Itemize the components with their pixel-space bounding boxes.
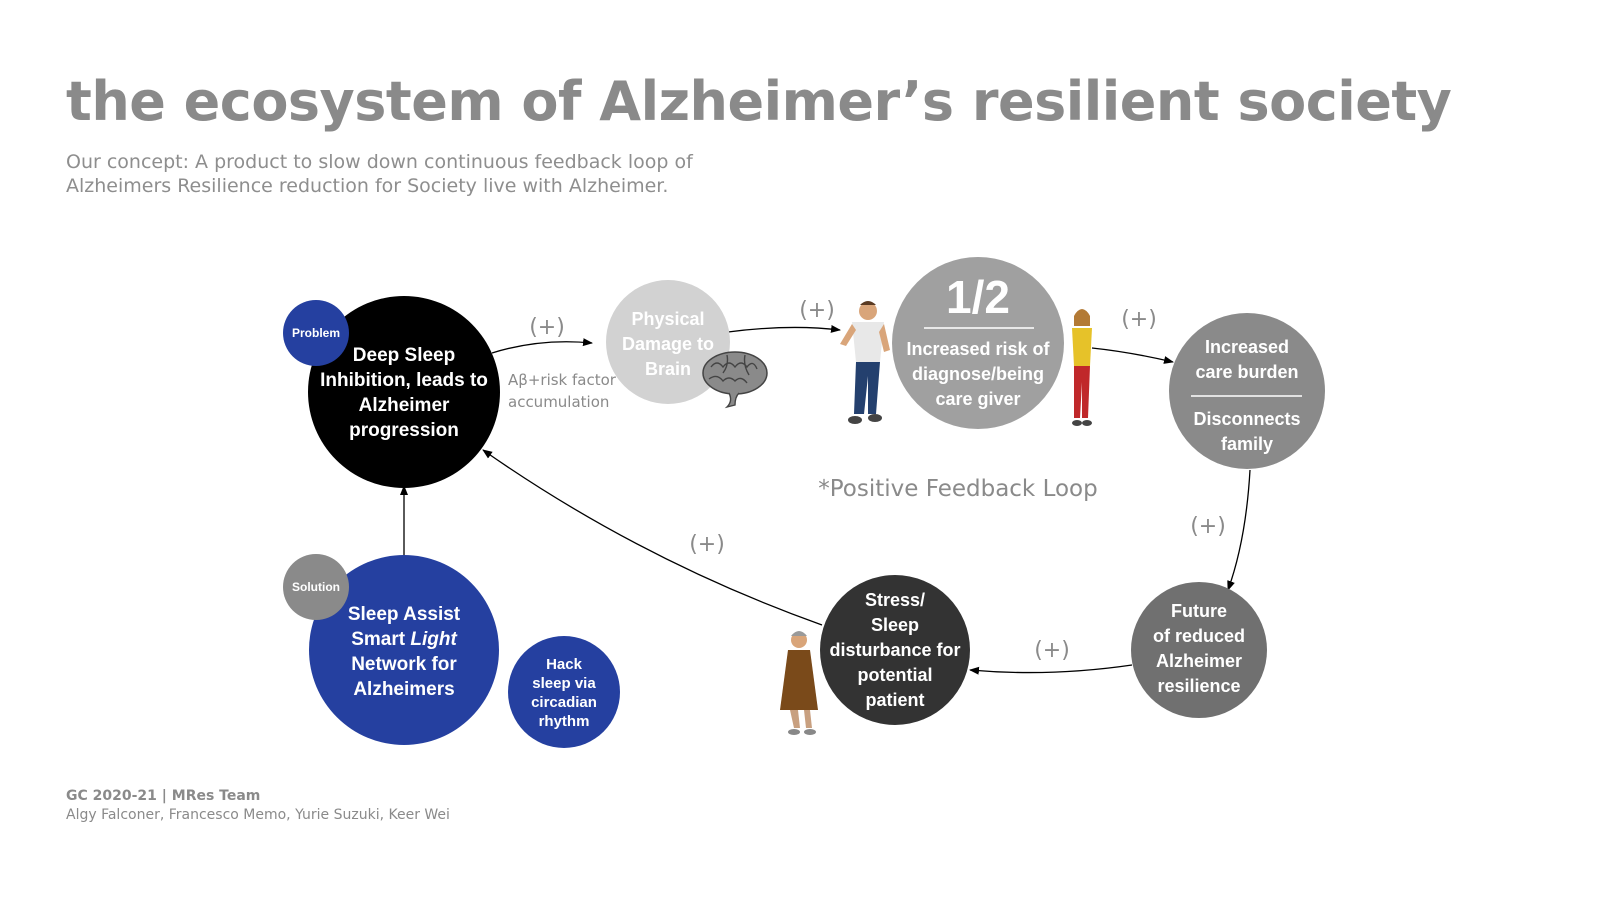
deep-sleep-line-3: Alzheimer: [359, 395, 450, 416]
hack-line-1: Hack: [546, 656, 583, 673]
solution-badge-label: Solution: [292, 580, 340, 594]
page-subtitle: Our concept: A product to slow down cont…: [66, 150, 786, 198]
physical-damage-line-2: Damage to: [622, 334, 714, 354]
footer-team: GC 2020-21 | MRes Team: [66, 788, 261, 804]
footer-names: Algy Falconer, Francesco Memo, Yurie Suz…: [66, 807, 450, 823]
plus-label-3: (+): [1121, 307, 1157, 332]
half-risk-line-2: diagnose/being: [912, 364, 1044, 384]
edge-deep-sleep-to-damage: [491, 338, 593, 354]
care-burden-line-3: Disconnects: [1193, 409, 1300, 429]
stress-line-2: Sleep: [871, 615, 919, 635]
plus-label-4: (+): [1190, 514, 1226, 539]
plus-label-2: (+): [799, 298, 835, 323]
node-deep-sleep: Deep Sleep Inhibition, leads to Alzheime…: [308, 296, 500, 488]
abeta-label-line-2: accumulation: [508, 393, 609, 411]
subtitle-line-2: Alzheimers Resilience reduction for Soci…: [66, 175, 669, 197]
sleep-assist-line-4: Alzheimers: [353, 679, 454, 700]
sleep-assist-line-1: Sleep Assist: [348, 604, 461, 625]
problem-badge: Problem: [283, 300, 349, 366]
stress-line-5: patient: [865, 690, 924, 710]
deep-sleep-line-2: Inhibition, leads to: [320, 370, 488, 391]
physical-damage-line-1: Physical: [631, 309, 704, 329]
stress-line-1: Stress/: [865, 590, 925, 610]
hack-line-3: circadian: [531, 694, 597, 711]
edge-damage-to-person: [727, 324, 841, 333]
man-figure-icon: [840, 301, 890, 424]
future-line-4: resilience: [1157, 676, 1240, 696]
loop-label: *Positive Feedback Loop: [818, 476, 1097, 502]
edge-stress-to-deep-sleep: [482, 449, 823, 626]
stress-line-4: potential: [858, 665, 933, 685]
edge-risk-to-care-burden: [1091, 347, 1174, 364]
sleep-assist-line-3: Network for: [351, 654, 457, 675]
abeta-label-line-1: Aβ+risk factor: [508, 371, 617, 389]
solution-badge: Solution: [283, 554, 349, 620]
brain-icon: [702, 351, 768, 409]
care-burden-line-4: family: [1221, 434, 1273, 454]
plus-label-1: (+): [529, 315, 565, 340]
node-care-burden: Increased care burden Disconnects family: [1169, 313, 1325, 469]
care-burden-line-2: care burden: [1195, 362, 1298, 382]
woman-figure-icon: [1072, 309, 1092, 426]
node-stress: Stress/ Sleep disturbance for potential …: [820, 575, 970, 725]
node-hack: Hack sleep via circadian rhythm: [508, 636, 620, 748]
plus-label-6: (+): [689, 532, 725, 557]
node-half-risk: 1/2 Increased risk of diagnose/being car…: [892, 257, 1064, 429]
deep-sleep-line-4: progression: [349, 420, 459, 441]
hack-line-4: rhythm: [539, 713, 590, 730]
footer: GC 2020-21 | MRes Team Algy Falconer, Fr…: [66, 787, 450, 825]
node-future: Future of reduced Alzheimer resilience: [1131, 582, 1267, 718]
stress-line-3: disturbance for: [829, 640, 960, 660]
elderly-figure-icon: [780, 631, 818, 735]
future-line-1: Future: [1171, 601, 1227, 621]
hack-line-2: sleep via: [532, 675, 596, 692]
deep-sleep-line-1: Deep Sleep: [353, 345, 455, 366]
subtitle-line-1: Our concept: A product to slow down cont…: [66, 151, 693, 173]
physical-damage-line-3: Brain: [645, 359, 691, 379]
node-sleep-assist: Sleep Assist Smart Light Network for Alz…: [309, 555, 499, 745]
half-risk-fraction: 1/2: [946, 271, 1010, 323]
page-title: the ecosystem of Alzheimer’s resilient s…: [66, 70, 1452, 133]
problem-badge-label: Problem: [292, 326, 340, 340]
half-risk-line-3: care giver: [935, 389, 1020, 409]
edge-future-to-stress: [969, 664, 1133, 675]
plus-label-5: (+): [1034, 638, 1070, 663]
care-burden-line-1: Increased: [1205, 337, 1289, 357]
future-line-2: of reduced: [1153, 626, 1245, 646]
sleep-assist-line-2: Smart Light: [351, 629, 457, 650]
half-risk-line-1: Increased risk of: [906, 339, 1050, 359]
future-line-3: Alzheimer: [1156, 651, 1242, 671]
node-physical-damage: Physical Damage to Brain: [606, 280, 730, 404]
edge-care-burden-to-future: [1227, 469, 1251, 591]
